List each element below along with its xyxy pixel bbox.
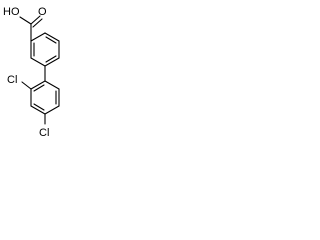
bond-lower-ring-4 [30,105,46,115]
bond-carbonyl-2 [32,18,43,28]
molecule-diagram: HO O Cl Cl [3,6,60,139]
bond-upper-ring-double-2 [45,55,57,63]
bond-upper-ring-4 [30,57,46,67]
bond-lower-ring-double-3 [33,84,45,92]
bond-upper-ring-6 [30,32,46,42]
structure-canvas: HO O Cl Cl [0,0,78,150]
bond-lower-ring-double-2 [33,103,45,111]
bond-carbonyl-1 [30,15,41,25]
bond-to-chloro-ortho [21,81,32,90]
carbonyl-oxygen-label: O [38,6,47,18]
bond-upper-ring-1 [44,32,60,42]
bond-upper-ring-double-1 [45,36,57,44]
bond-lower-ring-1 [44,80,60,90]
bond-hydroxyl [19,16,32,25]
bond-lower-ring-6 [30,80,46,90]
chloro-para-label: Cl [39,127,49,139]
chloro-ortho-label: Cl [7,74,17,86]
hydroxyl-label: HO [3,6,20,18]
bond-upper-ring-3 [44,57,60,67]
bond-lower-ring-3 [44,105,60,115]
